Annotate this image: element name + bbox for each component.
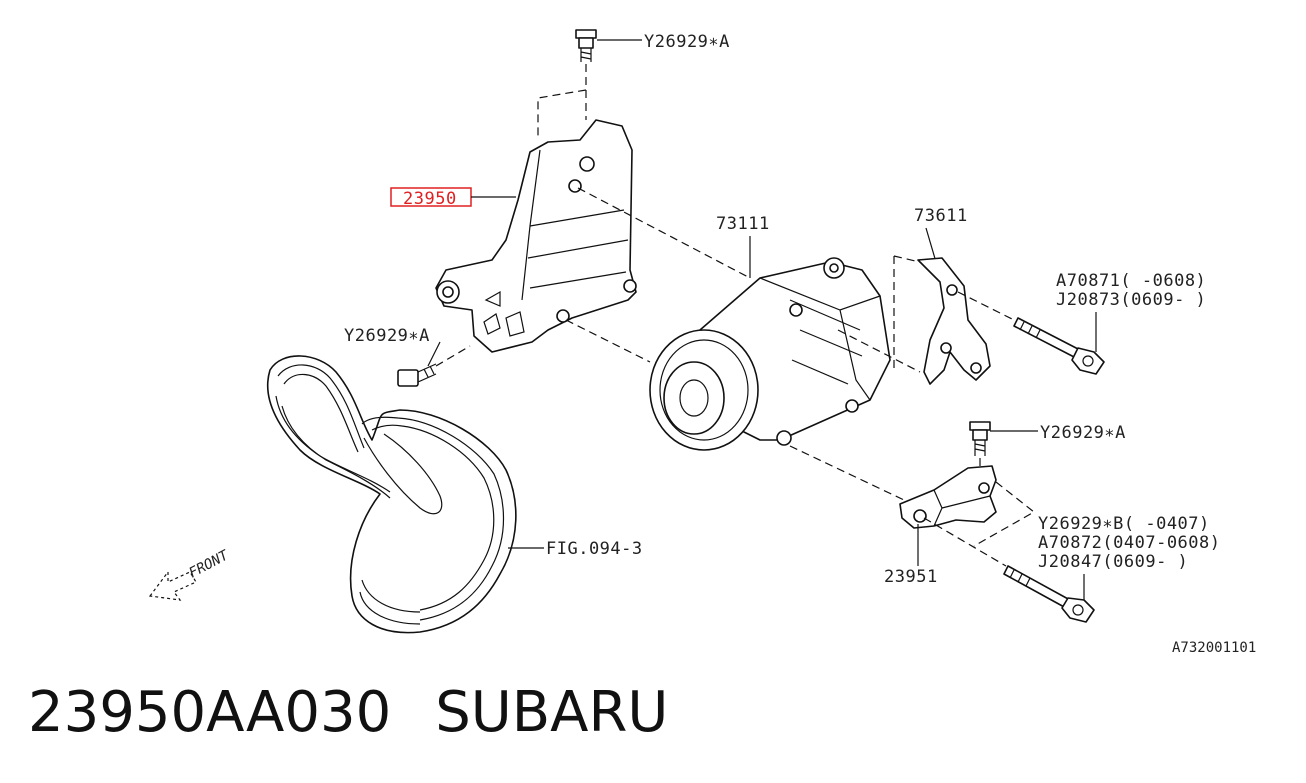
label-compressor: 73111: [716, 214, 770, 234]
label-bolt-j20873: J20873(0609- ): [1056, 290, 1206, 310]
brand-name: SUBARU: [435, 680, 669, 745]
label-bolt-top: Y26929∗A: [644, 32, 730, 52]
bracket-73611[interactable]: [917, 257, 991, 385]
label-bolt-a70871: A70871( -0608): [1056, 271, 1206, 291]
label-bracket-23950[interactable]: 23950: [403, 189, 457, 209]
bolt-long-lower[interactable]: [1003, 565, 1095, 623]
label-belt-ref[interactable]: FIG.094-3: [546, 539, 643, 559]
front-arrow-icon: FRONT: [148, 547, 232, 601]
bracket-23950[interactable]: [435, 119, 637, 353]
label-bolt-right: Y26929∗A: [1040, 423, 1126, 443]
diagram-code: A732001101: [1172, 640, 1256, 656]
bolt-long-upper[interactable]: [1013, 317, 1105, 375]
drive-belt[interactable]: [266, 355, 517, 634]
label-bolt-a70872: A70872(0407-0608): [1038, 533, 1221, 553]
label-bolt-left: Y26929∗A: [344, 326, 430, 346]
bracket-23951[interactable]: [899, 465, 997, 529]
label-lower-bracket: 23951: [884, 567, 938, 587]
bolt-top[interactable]: [575, 29, 597, 62]
label-bracket-73611: 73611: [914, 206, 968, 226]
compressor-73111[interactable]: [649, 257, 891, 451]
part-number: 23950AA030: [28, 680, 392, 745]
parts-diagram: Y26929∗A 23950 Y26929∗A 73111: [148, 29, 1256, 656]
front-label: FRONT: [186, 547, 232, 582]
footer-title: 23950AA030 SUBARU: [28, 680, 668, 745]
bolt-right[interactable]: [969, 421, 991, 456]
label-bolt-b: Y26929∗B( -0407): [1038, 514, 1210, 534]
label-bolt-j20847: J20847(0609- ): [1038, 552, 1188, 572]
bolt-left[interactable]: [397, 363, 437, 387]
